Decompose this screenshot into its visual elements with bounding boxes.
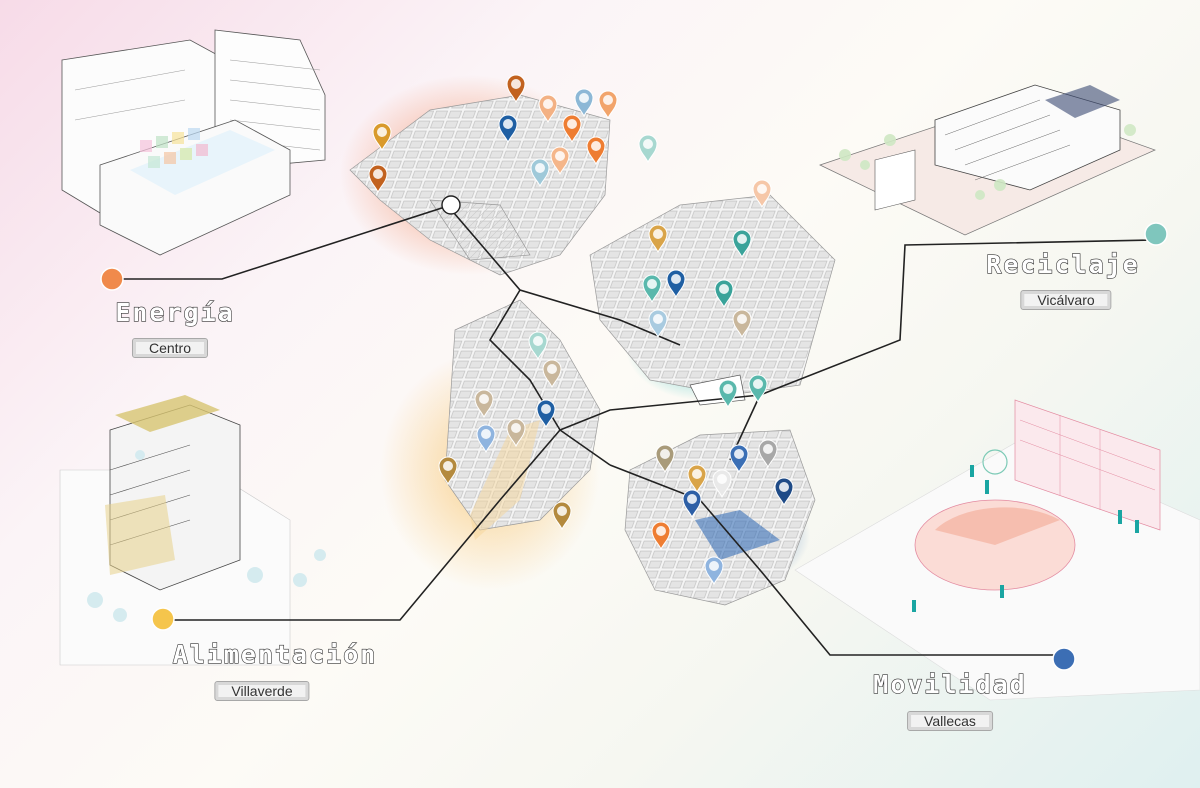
urban-blocks [349, 94, 836, 606]
energia-title: Energía [115, 297, 235, 327]
movilidad-dot[interactable] [1052, 647, 1076, 671]
map-pin-symbol [717, 474, 727, 484]
map-pin-symbol [653, 314, 663, 324]
building-illustration-vallecas [794, 399, 1200, 701]
alimentacion-dot[interactable] [151, 607, 175, 631]
map-pin-symbol [377, 127, 387, 137]
map-pin-symbol [511, 79, 521, 89]
map-pin-symbol [579, 93, 589, 103]
alimentacion-title: Alimentación [172, 639, 378, 669]
building-illustration-vicalvaro [819, 84, 1156, 236]
map-pin-symbol [671, 274, 681, 284]
map-pin-symbol [737, 234, 747, 244]
energia-dot[interactable] [100, 267, 124, 291]
map-pin-symbol [779, 482, 789, 492]
map-pin-symbol [653, 229, 663, 239]
connection-lines [112, 205, 1156, 656]
map-pin-symbol [647, 279, 657, 289]
map-pin-symbol [763, 444, 773, 454]
map-pin-symbol [723, 384, 733, 394]
map-pin-symbol [753, 379, 763, 389]
map-pin-symbol [567, 119, 577, 129]
map-pin-symbol [543, 99, 553, 109]
map-pins [368, 74, 794, 586]
map-pin-symbol [541, 404, 551, 414]
map-pin-symbol [757, 184, 767, 194]
map-pin-symbol [719, 284, 729, 294]
map-pin-symbol [709, 561, 719, 571]
map-pin-symbol [479, 394, 489, 404]
map-pin-symbol [692, 469, 702, 479]
centro-label[interactable]: Centro [131, 338, 209, 358]
map-pin-symbol [643, 139, 653, 149]
building-illustration-villaverde [59, 395, 326, 666]
map-pin-symbol [481, 429, 491, 439]
map-pin-symbol [373, 169, 383, 179]
map-pin-symbol [557, 506, 567, 516]
map-pin-symbol [547, 364, 557, 374]
map-pin-symbol [687, 494, 697, 504]
map-pin-symbol [503, 119, 513, 129]
map-pin-symbol [656, 526, 666, 536]
vicalvaro-label[interactable]: Vicálvaro [1020, 290, 1112, 310]
reciclaje-title: Reciclaje [986, 249, 1140, 279]
reciclaje-dot[interactable] [1144, 222, 1168, 246]
villaverde-label[interactable]: Villaverde [214, 681, 310, 701]
map-pin-symbol [734, 449, 744, 459]
map-pin-symbol [555, 151, 565, 161]
map-pin-symbol [535, 163, 545, 173]
map-pin-symbol [660, 449, 670, 459]
map-pin-symbol [737, 314, 747, 324]
vallecas-label[interactable]: Vallecas [907, 711, 993, 731]
hub-node [441, 195, 461, 215]
map-pin-symbol [443, 461, 453, 471]
movilidad-title: Movilidad [873, 669, 1027, 699]
map-pin-symbol [591, 141, 601, 151]
map-pin-symbol [511, 423, 521, 433]
map-pin-symbol [533, 336, 543, 346]
map-pin-symbol [603, 95, 613, 105]
building-illustration-centro [61, 29, 326, 256]
